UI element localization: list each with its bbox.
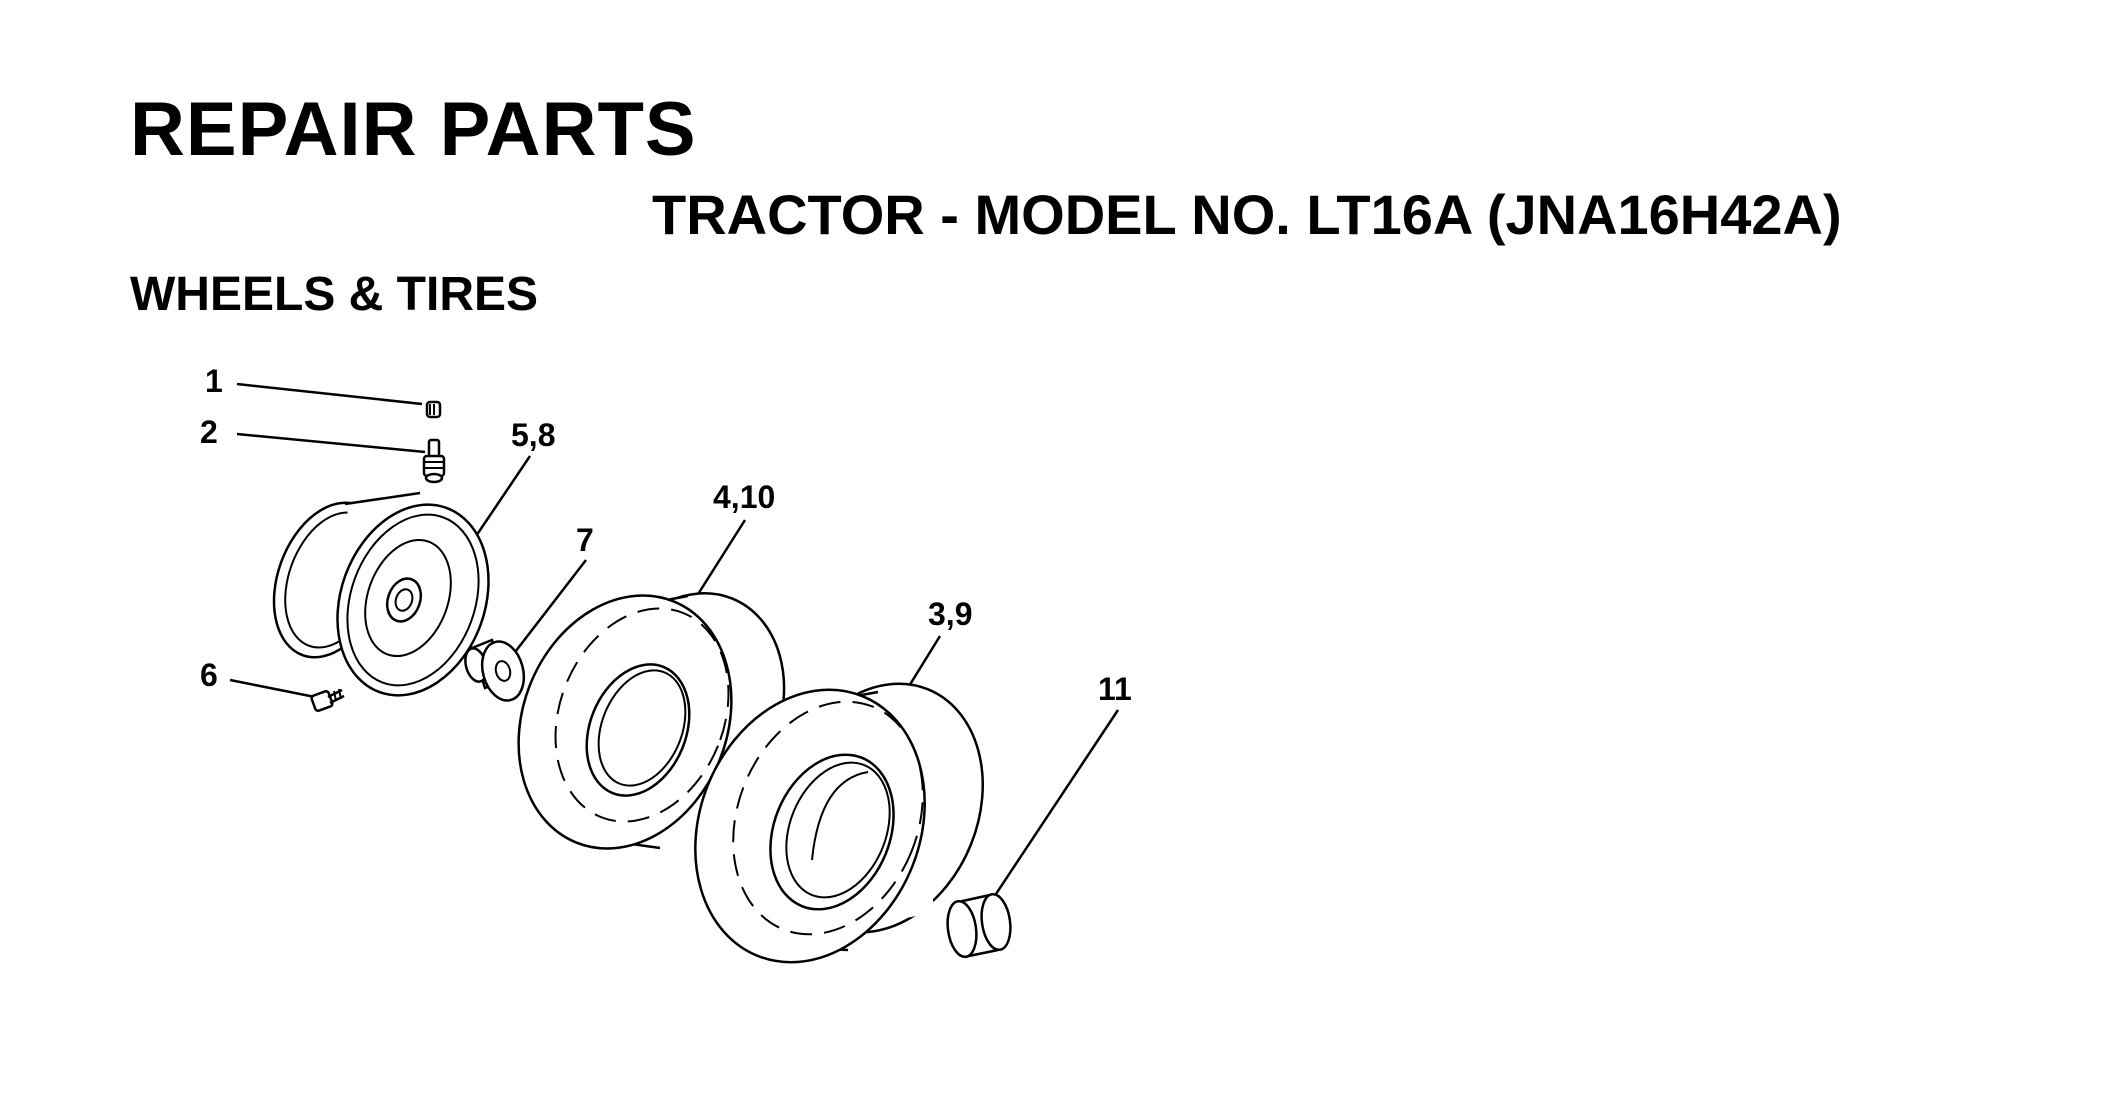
valve-stem-part [422, 438, 446, 484]
callout-label-3-9: 3,9 [928, 596, 972, 632]
leader-line-2 [236, 432, 426, 454]
leader-line-1 [236, 382, 423, 406]
callout-label-4-10: 4,10 [713, 479, 775, 515]
page-title: REPAIR PARTS [130, 87, 697, 172]
callout-label-6: 6 [200, 657, 218, 693]
leader-line-6 [229, 678, 316, 699]
flange-bushing-part [464, 638, 526, 702]
leader-line-5-8 [468, 455, 532, 546]
leader-line-7 [511, 559, 587, 657]
callout-label-7: 7 [576, 522, 594, 558]
leader-line-11 [986, 709, 1120, 907]
tire-front-part [517, 592, 786, 850]
callout-label-11: 11 [1098, 671, 1132, 707]
model-title: TRACTOR - MODEL NO. LT16A (JNA16H42A) [652, 183, 1842, 246]
wheel-rim-part [272, 491, 490, 697]
lug-bolt-part [310, 688, 345, 713]
bushing-part [946, 892, 1012, 959]
section-title: WHEELS & TIRES [130, 268, 539, 321]
valve-cap-part [425, 400, 442, 419]
callout-label-1: 1 [205, 363, 223, 399]
callout-label-2: 2 [200, 414, 218, 450]
callout-label-5-8: 5,8 [511, 417, 555, 453]
tire-rear-part [694, 682, 984, 964]
